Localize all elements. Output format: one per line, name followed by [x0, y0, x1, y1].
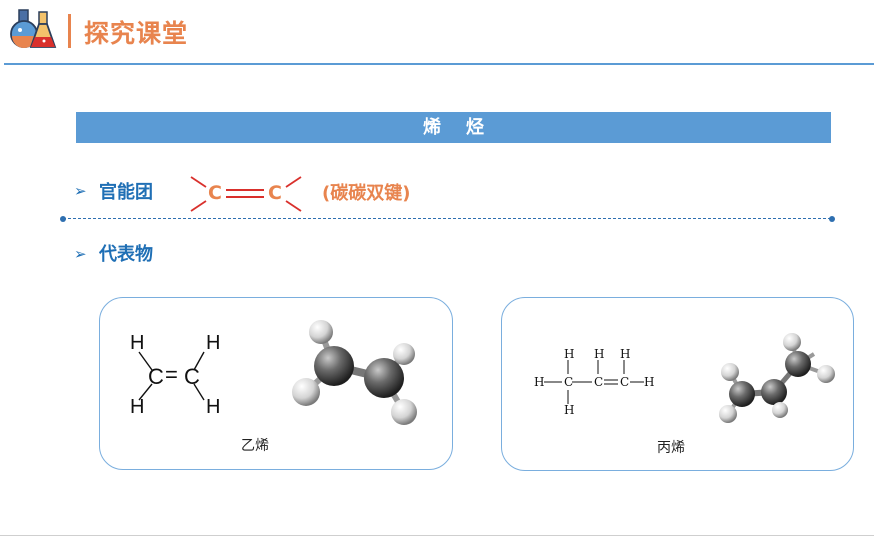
double-bond-lines [190, 176, 302, 212]
atom-c: C [148, 364, 164, 389]
ethylene-bonds [138, 351, 205, 401]
ethylene-card: H H C = C H H 乙 [99, 297, 453, 470]
atom-h: H [130, 332, 145, 354]
footer-divider [0, 535, 874, 536]
header: 探究课堂 [0, 0, 874, 66]
dashed-divider [63, 218, 831, 219]
ethylene-structural-formula: H H C = C H H [124, 332, 234, 422]
functional-group-note: (碳碳双键) [322, 183, 411, 204]
atom-c: C [184, 364, 200, 389]
propylene-ball-model [719, 333, 835, 423]
atom-h: H [644, 375, 655, 389]
propylene-bonds [544, 360, 644, 404]
header-divider [68, 14, 71, 48]
propylene-card: H C C C H H H H H [501, 297, 854, 471]
atom-c: C [594, 375, 604, 389]
atom-c: C [564, 375, 574, 389]
double-bond: = [165, 362, 178, 387]
atom-h: H [534, 375, 545, 389]
divider-dot-left [60, 216, 66, 222]
atom-h: H [564, 403, 575, 417]
bullet-arrow-icon: ➢ [74, 245, 87, 263]
ethylene-ball-model [292, 320, 417, 425]
atom-h: H [594, 347, 605, 361]
atom-h: H [206, 396, 221, 418]
flask-icon [10, 9, 57, 48]
atom-c: C [620, 375, 630, 389]
atom-h: H [130, 396, 145, 418]
propylene-caption: 丙烯 [657, 440, 685, 456]
functional-group-label: 官能团 [99, 182, 153, 203]
page-title: 探究课堂 [84, 19, 189, 48]
atom-h: H [620, 347, 631, 361]
double-bond-structure: C C [188, 172, 306, 216]
carbon-left: C [208, 182, 222, 204]
bullet-arrow-icon: ➢ [74, 182, 87, 200]
carbon-right: C [268, 182, 282, 204]
atom-h: H [206, 332, 221, 354]
section-banner: 烯 烃 [76, 112, 831, 143]
divider-dot-right [829, 216, 835, 222]
atom-h: H [564, 347, 575, 361]
header-underline [4, 63, 874, 65]
representatives-label: 代表物 [99, 244, 153, 265]
ethylene-caption: 乙烯 [241, 438, 269, 454]
propylene-structural-formula: H C C C H H H H H [534, 346, 654, 418]
